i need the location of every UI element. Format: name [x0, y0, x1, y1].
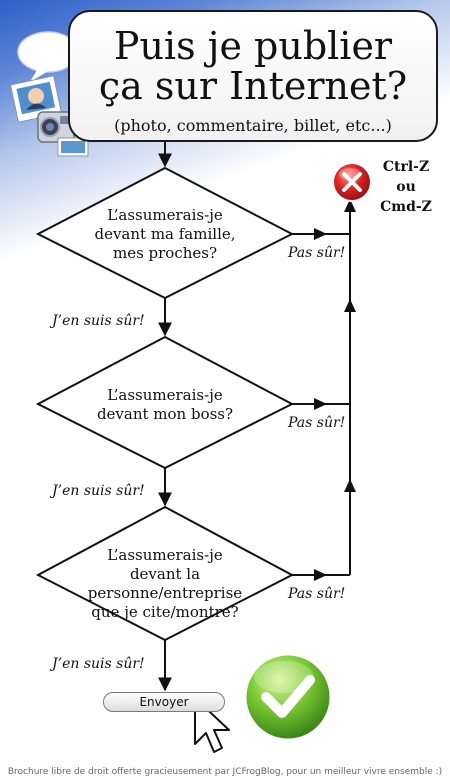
branch-arrow-3 [314, 569, 327, 581]
title-bubble: Puis je publier ça sur Internet? (photo,… [68, 10, 438, 142]
return-arrow-top [344, 199, 356, 212]
close-icon [332, 162, 372, 202]
return-arrow-1 [344, 479, 356, 492]
branch-arrow-1 [314, 228, 327, 240]
check-icon [243, 652, 333, 742]
not-sure-label-2: Pas sûr! [288, 415, 346, 431]
send-button[interactable]: Envoyer [103, 692, 225, 712]
sure-label-1: J’en suis sûr! [52, 313, 145, 329]
question-2: L’assumerais-je devant mon boss? [96, 386, 234, 423]
question-1: L’assumerais-je devant ma famille, mes p… [94, 206, 236, 262]
question-3: L’assumerais-je devant la personne/entre… [87, 546, 243, 621]
page-title: Puis je publier ça sur Internet? [98, 24, 408, 108]
decision-diamond-3 [35, 505, 295, 642]
camera-icon [37, 111, 89, 157]
page-subtitle: (photo, commentaire, billet, etc...) [114, 116, 392, 135]
decision-diamond-2 [35, 335, 295, 470]
footer-credit: Brochure libre de droit offerte gracieus… [7, 767, 443, 777]
decision-diamond-1 [35, 166, 295, 300]
photo-icon [9, 75, 63, 123]
not-sure-label-1: Pas sûr! [288, 245, 346, 261]
not-sure-label-3: Pas sûr! [288, 586, 346, 602]
return-arrow-2 [344, 299, 356, 312]
undo-shortcut-label: Ctrl-Z ou Cmd-Z [380, 159, 432, 215]
branch-arrow-2 [314, 398, 327, 410]
sure-label-3: J’en suis sûr! [52, 656, 145, 672]
sure-label-2: J’en suis sûr! [52, 483, 145, 499]
